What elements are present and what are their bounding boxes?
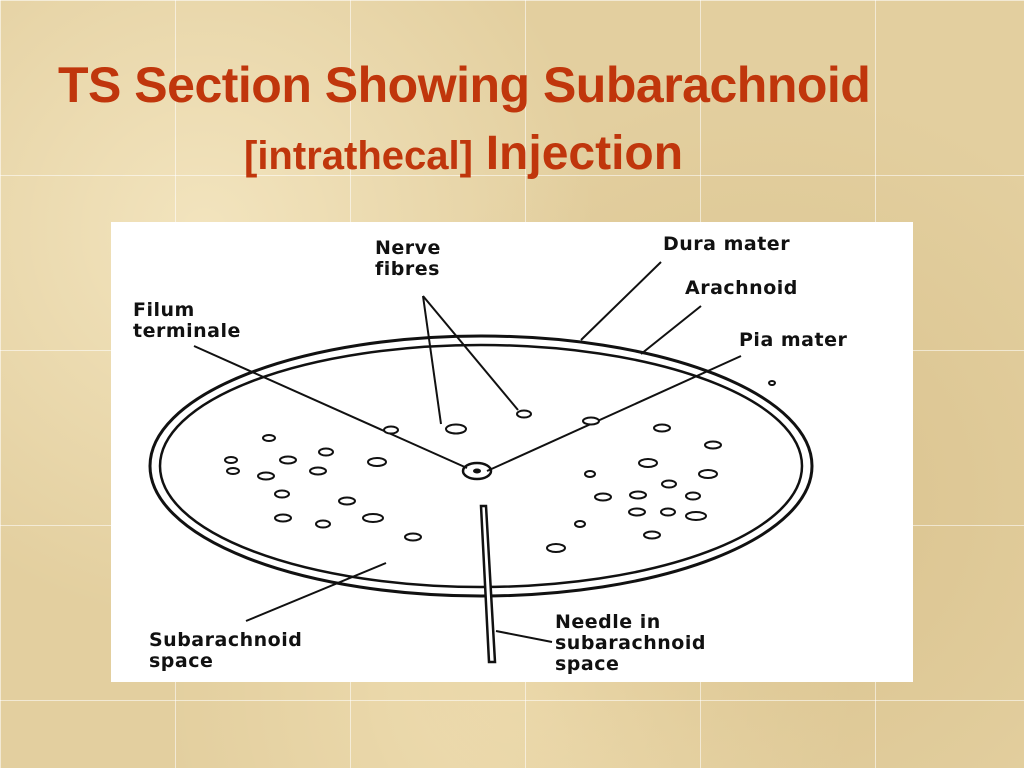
- leader-needle: [495, 630, 553, 643]
- slide-title-line-1: TS Section Showing Subarachnoid: [58, 57, 871, 113]
- label-line: Needle in: [555, 611, 661, 633]
- label-line: Subarachnoid: [149, 629, 303, 651]
- leader-subarachnoid-space: [245, 562, 387, 622]
- label-line: space: [149, 650, 214, 672]
- label-line: fibres: [375, 258, 440, 280]
- dura-mater-ring: [148, 334, 814, 598]
- label-line: terminale: [133, 320, 241, 342]
- label-line: Nerve: [375, 237, 441, 259]
- label-dura-mater: Dura mater: [663, 233, 791, 255]
- label-pia-mater: Pia mater: [739, 329, 848, 351]
- label-line: space: [555, 653, 620, 675]
- spinal-cross-section-diagram: [148, 261, 814, 664]
- label-line: subarachnoid: [555, 632, 706, 654]
- nerve-fibre-dots: [224, 380, 776, 553]
- slide-title-line-2: [intrathecal] Injection: [244, 126, 683, 181]
- leader-nerve-fibres-2: [422, 295, 519, 411]
- label-arachnoid: Arachnoid: [685, 277, 798, 299]
- label-line: Filum: [133, 299, 195, 321]
- title-injection: Injection: [485, 127, 684, 180]
- filum-terminale-shape: [461, 461, 493, 481]
- needle-shape: [479, 504, 497, 664]
- leader-dura-mater: [580, 261, 662, 341]
- title-intrathecal: [intrathecal]: [244, 134, 473, 178]
- leader-nerve-fibres-1: [422, 295, 442, 425]
- leader-filum-terminale: [193, 345, 468, 469]
- leader-pia-mater: [486, 355, 742, 472]
- leader-arachnoid: [640, 305, 702, 355]
- arachnoid-ring: [158, 343, 804, 589]
